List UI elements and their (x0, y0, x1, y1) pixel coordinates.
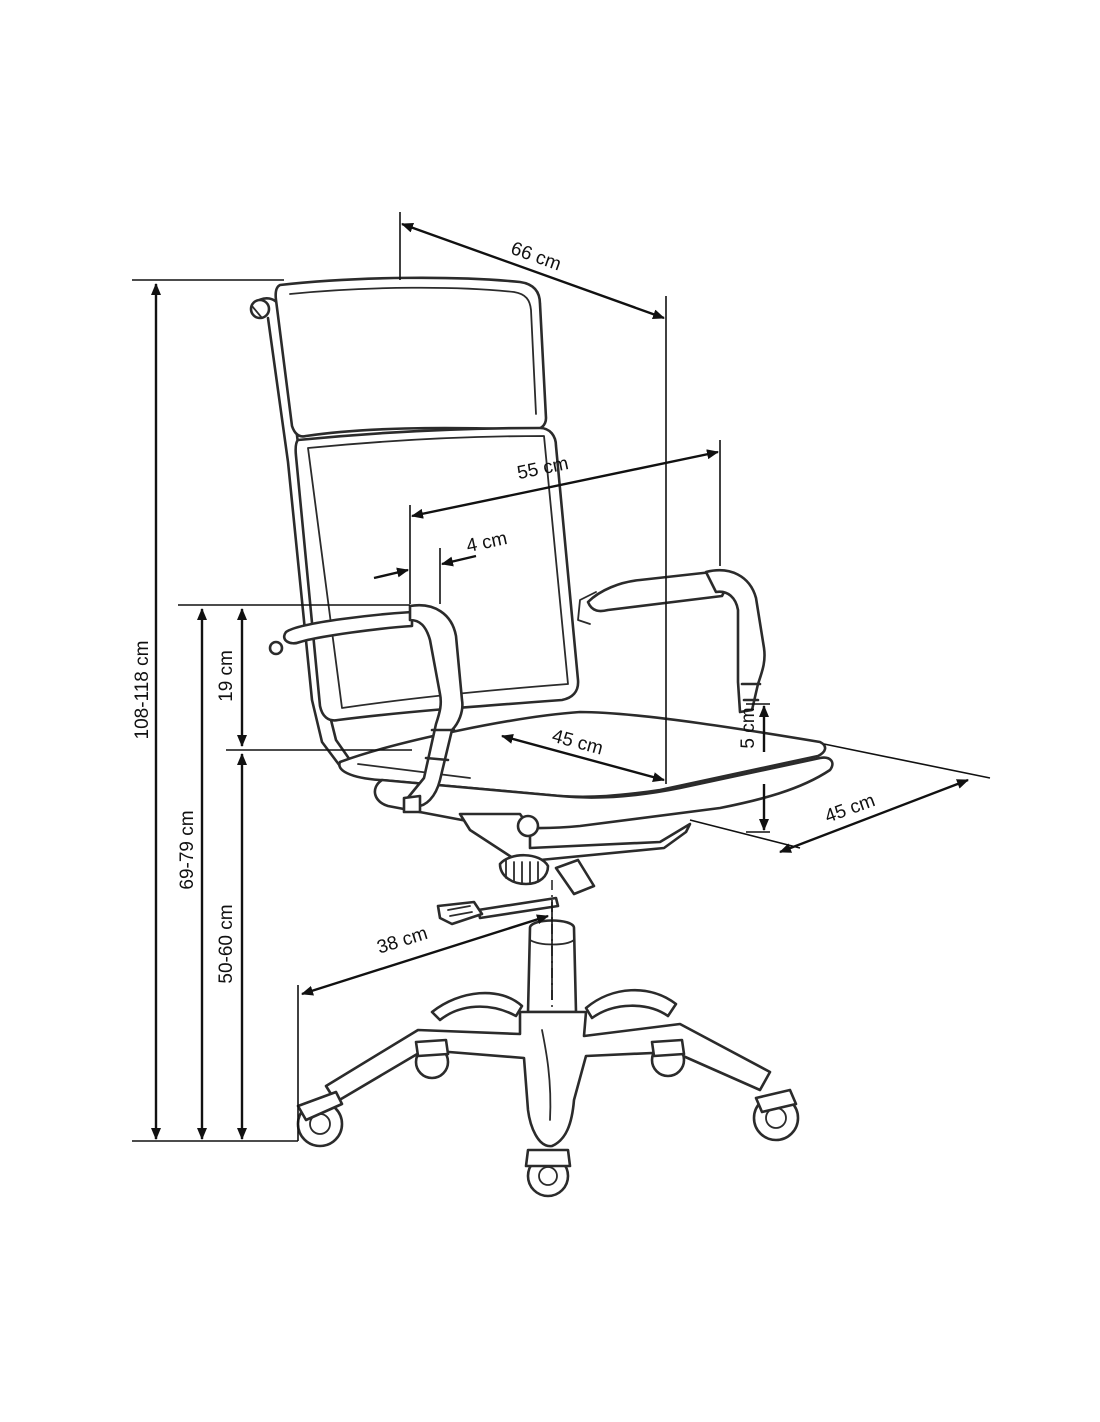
dimension-overall-height: 108-118 cm (132, 283, 161, 1140)
star-base (324, 988, 772, 1148)
label-armrest-above-seat: 19 cm (216, 650, 237, 702)
label-seat-height: 50-60 cm (216, 904, 237, 983)
dimension-base-radius: 38 cm (301, 914, 549, 996)
dimension-armrest-distance: 55 cm (411, 449, 719, 519)
left-armrest (268, 603, 464, 814)
dimension-seat-thickness: 5 cm (738, 705, 769, 831)
dimension-armrest-height: 69-79 cm (177, 608, 207, 1140)
right-armrest (577, 569, 766, 714)
label-width: 66 cm (508, 238, 564, 275)
label-overall-height: 108-118 cm (132, 641, 153, 740)
dimension-seat-width: 45 cm (779, 778, 969, 854)
caster-wheels (296, 1038, 800, 1198)
label-seat-width: 45 cm (822, 790, 878, 827)
label-base-radius: 38 cm (375, 923, 431, 959)
label-seat-thickness: 5 cm (738, 707, 759, 748)
seat-mechanism (436, 812, 692, 926)
dimension-armrest-above-seat: 19 cm (216, 608, 247, 747)
label-armrest-height: 69-79 cm (177, 810, 198, 889)
dimension-seat-height: 50-60 cm (216, 753, 247, 1140)
headrest-pad (274, 276, 548, 438)
